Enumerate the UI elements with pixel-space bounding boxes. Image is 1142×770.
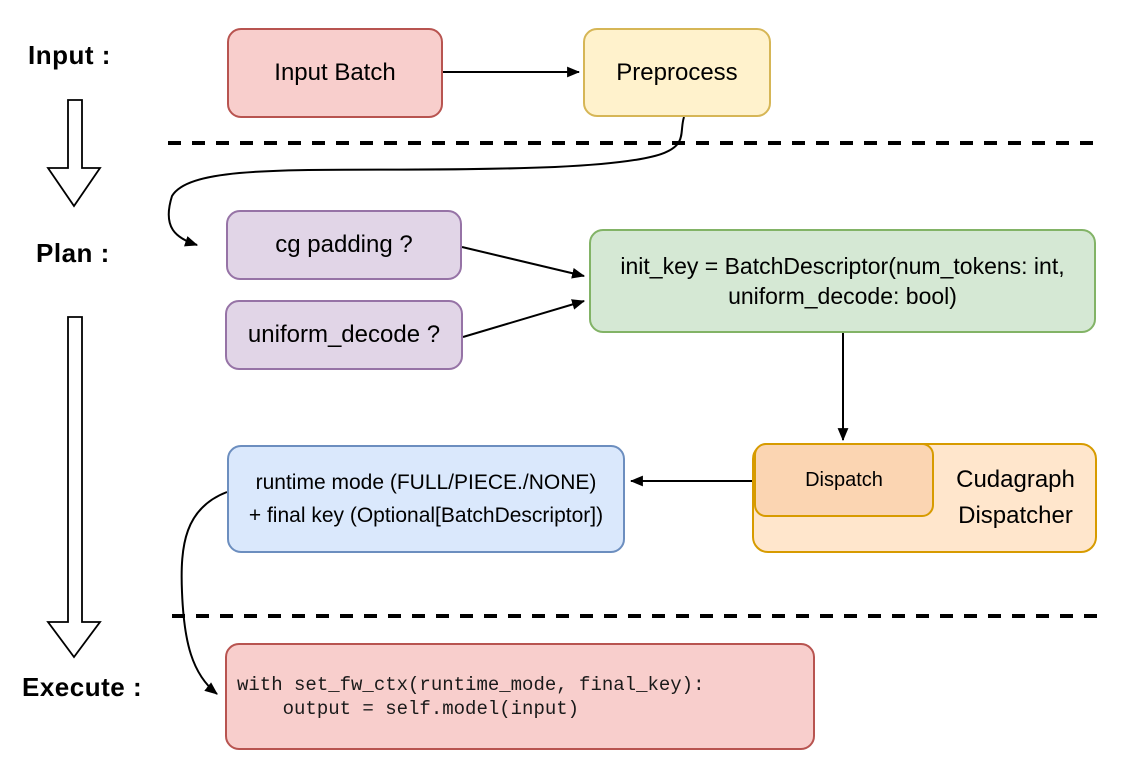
execute-code-line2: output = self.model(input) [237, 697, 580, 720]
execute-code-line1: with set_fw_ctx(runtime_mode, final_key)… [237, 673, 705, 696]
cg-padding-node: cg padding ? [226, 210, 462, 280]
init-key-line2: uniform_decode: bool) [728, 283, 957, 309]
uniform-decode-node: uniform_decode ? [225, 300, 463, 370]
stage-label-execute: Execute : [22, 672, 143, 702]
stage-label-input: Input : [28, 40, 111, 70]
runtime-mode-node: runtime mode (FULL/PIECE./NONE) + final … [227, 445, 625, 553]
edge-preprocess-to-cgpadding [167, 116, 685, 247]
preprocess-label: Preprocess [616, 58, 738, 86]
edge-runtime-to-code [180, 491, 228, 695]
cg-padding-label: cg padding ? [275, 231, 413, 258]
runtime-mode-line1: runtime mode (FULL/PIECE./NONE) [255, 471, 597, 494]
input-batch-node: Input Batch [227, 28, 443, 118]
stage-label-plan: Plan : [36, 238, 110, 268]
init-key-line1: init_key = BatchDescriptor(num_tokens: i… [620, 253, 1065, 279]
init-key-node: init_key = BatchDescriptor(num_tokens: i… [589, 229, 1096, 333]
input-batch-label: Input Batch [274, 59, 396, 86]
dispatch-label: Dispatch [805, 468, 883, 491]
execute-code-node: with set_fw_ctx(runtime_mode, final_key)… [225, 643, 815, 750]
stage-arrow-input-to-plan-icon [46, 99, 102, 208]
cudagraph-dispatcher-label: Cudagraph Dispatcher [934, 462, 1097, 534]
cudagraph-dispatcher-line1: Cudagraph [956, 466, 1075, 493]
stage-arrow-plan-to-execute-icon [46, 316, 102, 659]
dispatch-node: Dispatch [754, 443, 934, 517]
uniform-decode-label: uniform_decode ? [247, 321, 441, 348]
preprocess-node: Preprocess [583, 28, 771, 117]
edge-cgpadding-to-initkey [461, 246, 586, 279]
cudagraph-dispatcher-line2: Dispatcher [958, 502, 1073, 529]
runtime-mode-line2: + final key (Optional[BatchDescriptor]) [248, 504, 604, 527]
edge-uniformdecode-to-initkey [462, 299, 586, 338]
